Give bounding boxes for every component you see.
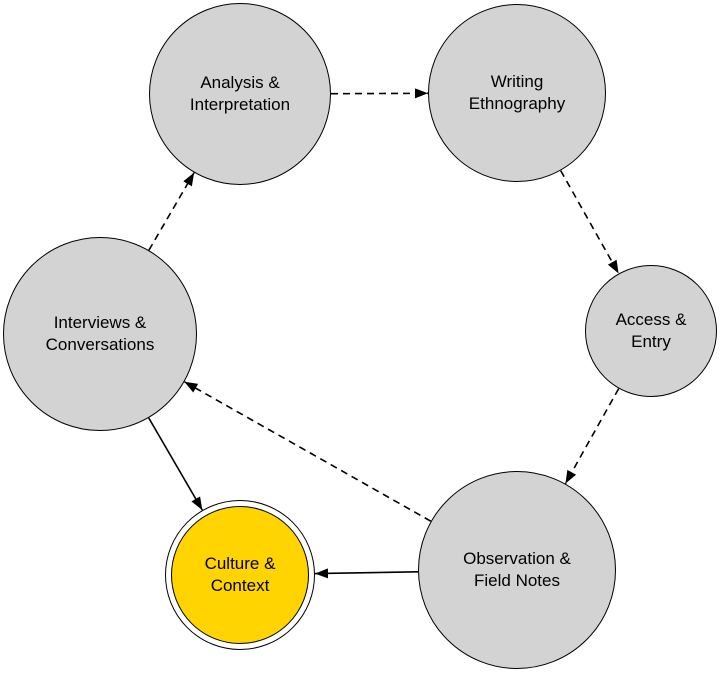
node-observation-circle: Observation & Field Notes xyxy=(418,471,616,669)
node-culture-label: Culture & Context xyxy=(204,554,276,595)
node-observation-label: Observation & Field Notes xyxy=(463,549,571,590)
edge-access-to-observation-arrow xyxy=(564,388,620,484)
node-writing-circle: Writing Ethnography xyxy=(428,4,606,182)
node-interviews: Interviews & Conversations xyxy=(3,237,197,431)
node-writing-label: Writing Ethnography xyxy=(468,72,566,113)
node-analysis-circle: Analysis & Interpretation xyxy=(149,3,331,185)
node-access-label: Access & Entry xyxy=(615,310,687,351)
node-interviews-circle: Interviews & Conversations xyxy=(3,237,197,431)
node-access: Access & Entry xyxy=(585,265,717,397)
edge-writing-to-access-arrow xyxy=(560,170,620,274)
node-access-circle: Access & Entry xyxy=(585,265,717,397)
node-analysis-label: Analysis & Interpretation xyxy=(189,73,291,114)
node-culture: Culture & Context xyxy=(165,500,315,650)
node-interviews-label: Interviews & Conversations xyxy=(45,313,155,354)
edge-observation-to-culture-arrow xyxy=(314,568,419,579)
node-observation: Observation & Field Notes xyxy=(418,471,616,669)
edge-interviews-to-culture-arrow xyxy=(148,417,203,511)
node-writing: Writing Ethnography xyxy=(428,4,606,182)
node-culture-circle: Culture & Context xyxy=(171,506,309,644)
edge-interviews-to-analysis-arrow xyxy=(148,172,195,251)
edge-observation-to-interviews-arrow xyxy=(184,381,432,522)
node-analysis: Analysis & Interpretation xyxy=(149,3,331,185)
